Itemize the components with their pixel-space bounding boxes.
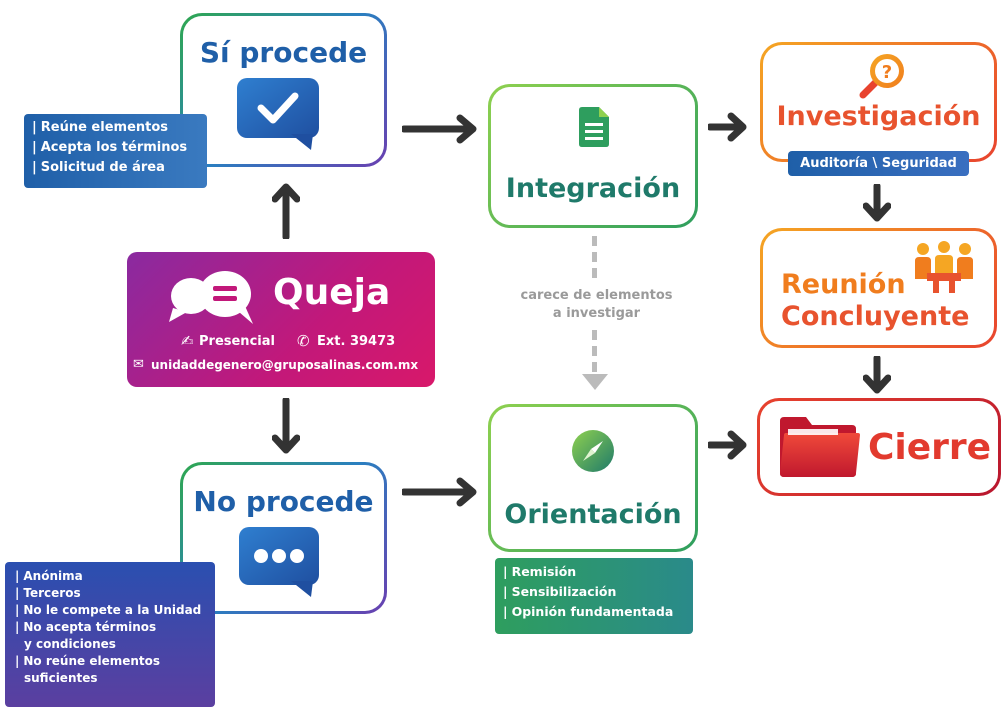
phone-icon: ✆ [297,332,310,350]
si-procede-title: Sí procede [199,36,368,69]
cierre-title: Cierre [868,427,992,468]
orientacion-options: Remisión Sensibilización Opinión fundame… [495,558,693,634]
carece-line-2: a investigar [552,306,641,321]
no-procede-reasons: Anónima Terceros No le compete a la Unid… [5,562,215,707]
magnifier-question-icon: ? [859,54,904,99]
ellipsis-bubble-icon [239,527,319,597]
investigacion-subtitle: Auditoría \ Seguridad [788,151,969,176]
person-icon: ✍ [181,332,194,350]
reason-item-continuation: suficientes [24,671,98,685]
orientacion-title: Orientación [504,499,682,530]
arrow-up-icon [272,183,300,239]
reason-item: Terceros [15,585,205,602]
reason-item: No le compete a la Unidad [15,602,205,619]
reunion-box: Reunión Concluyente [760,228,997,348]
reunion-title-line-2: Concluyente [781,301,970,332]
cierre-box: Cierre [757,398,1001,496]
mail-icon: ✉ [133,357,144,372]
svg-text:?: ? [882,62,892,83]
arrow-down-icon [863,184,891,222]
orientacion-box: Orientación [488,404,698,552]
condition-item: Acepta los términos [32,138,199,158]
arrow-right-icon [402,114,477,144]
orientacion-item: Remisión [503,562,685,582]
checkmark-bubble-icon [237,78,319,150]
dashed-connector-top [592,236,597,278]
extension-label: Ext. 39473 [317,334,396,349]
queja-title: Queja [273,272,391,313]
investigacion-box: ? Investigación [760,42,997,162]
compass-icon [572,430,614,472]
carece-line-1: carece de elementos [520,288,673,303]
condition-item: Reúne elementos [32,118,199,138]
investigacion-title: Investigación [776,101,981,132]
arrow-down-icon [863,356,891,394]
folder-icon [780,417,860,477]
document-icon [579,107,609,147]
arrow-down-icon [272,398,300,454]
integracion-box: Integración [488,84,698,228]
integracion-title: Integración [505,173,681,204]
reunion-title-line-1: Reunión [781,269,906,300]
no-procede-box: No procede [180,462,387,614]
no-procede-title: No procede [193,485,374,518]
si-procede-box: Sí procede [180,13,387,167]
meeting-people-icon [915,241,973,293]
condition-item: Solicitud de área [32,158,199,178]
arrow-down-dashed-icon [582,374,608,390]
presencial-label: Presencial [199,334,275,349]
carece-label: carece de elementos a investigar [494,287,699,323]
reason-item: No acepta términos [15,619,205,636]
reason-item-continuation: y condiciones [24,637,116,651]
arrow-right-icon [708,430,747,460]
chat-bubbles-icon [169,271,253,324]
dashed-connector-bottom [592,330,597,372]
reason-item: No reúne elementos [15,653,205,670]
si-procede-conditions: Reúne elementos Acepta los términos Soli… [24,114,207,188]
orientacion-item: Opinión fundamentada [503,602,685,622]
arrow-right-icon [402,477,477,507]
reason-item: Anónima [15,568,205,585]
email-label: unidaddegenero@gruposalinas.com.mx [151,358,419,372]
queja-box: Queja ✍ Presencial ✆ Ext. 39473 ✉ unidad… [127,252,435,387]
orientacion-item: Sensibilización [503,582,685,602]
arrow-right-icon [708,112,747,142]
